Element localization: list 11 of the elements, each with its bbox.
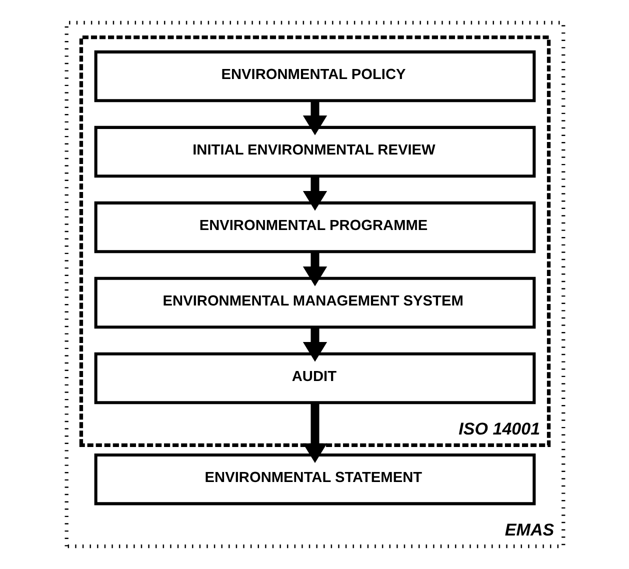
node-box: INITIAL ENVIRONMENTAL REVIEW [94, 126, 536, 178]
arrow [302, 176, 327, 211]
arrow [302, 101, 327, 136]
arrow [302, 402, 327, 464]
node-box: ENVIRONMENTAL PROGRAMME [94, 201, 536, 254]
node-box: AUDIT [94, 352, 536, 404]
node-box: ENVIRONMENTAL MANAGEMENT SYSTEM [94, 276, 536, 329]
node-box: ENVIRONMENTAL POLICY [94, 50, 536, 102]
node-box: ENVIRONMENTAL STATEMENT [94, 453, 536, 506]
arrow [302, 328, 327, 362]
arrow [302, 252, 327, 286]
